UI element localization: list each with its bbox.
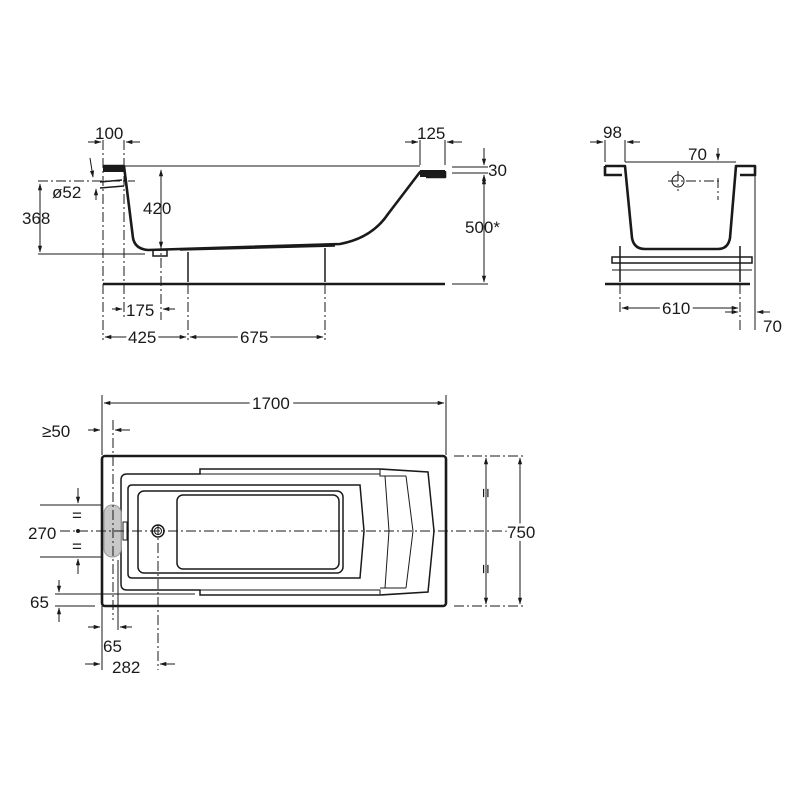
dim-overflow-diameter: ø52 xyxy=(52,183,81,202)
dim-leg-overhang: 70 xyxy=(763,317,782,336)
tub-basin-outer xyxy=(120,468,435,596)
dim-width: 750 xyxy=(507,523,535,542)
equal-mark-upper: = xyxy=(72,506,82,525)
left-rim xyxy=(103,165,124,172)
dim-end-rim-width: 98 xyxy=(603,123,622,142)
tub-basin-inner xyxy=(176,494,340,570)
dim-rim-offset-side: 65 xyxy=(30,593,49,612)
equal-mark-lower: = xyxy=(72,537,82,556)
dim-overflow-height: 368 xyxy=(22,209,50,228)
right-rim xyxy=(420,170,445,177)
dim-total-height: 500* xyxy=(465,218,500,237)
drain-fitting xyxy=(152,249,168,257)
dim-rim-offset-end: 65 xyxy=(103,637,122,656)
dim-wall-clearance: ≥50 xyxy=(42,422,70,441)
equal-mark-right-lower: = xyxy=(476,564,495,574)
tub-basin-middle xyxy=(127,484,365,579)
dim-inner-depth: 420 xyxy=(143,199,171,218)
tub-underside xyxy=(179,245,336,251)
dim-drain-position: 282 xyxy=(112,658,140,677)
end-left-rim xyxy=(603,166,622,177)
dim-rim-left: 100 xyxy=(95,124,123,143)
dim-drain-offset: 175 xyxy=(126,301,154,320)
dim-rim-thickness: 30 xyxy=(488,161,507,180)
plan-view: 1700 ≥50 270 = = = = 750 65 65 282 xyxy=(28,390,538,677)
dim-leg-span: 610 xyxy=(662,299,690,318)
dim-end-overflow-offset: 70 xyxy=(688,145,707,164)
end-view: 98 70 610 70 xyxy=(590,123,782,336)
dim-rim-right: 125 xyxy=(417,124,445,143)
tub-side-profile xyxy=(103,164,447,252)
dim-length: 1700 xyxy=(252,394,290,413)
equal-mark-right-upper: = xyxy=(476,488,495,498)
side-view: 100 125 30 ø52 420 368 500* 175 425 675 xyxy=(22,124,507,350)
tub-basin-floor xyxy=(137,490,344,574)
leg-frame-top xyxy=(611,256,753,264)
dim-leg-spacing: 675 xyxy=(240,328,268,347)
dim-leg-offset: 425 xyxy=(128,328,156,347)
tub-end-profile xyxy=(605,164,757,251)
dim-handle-length: 270 xyxy=(28,524,56,543)
